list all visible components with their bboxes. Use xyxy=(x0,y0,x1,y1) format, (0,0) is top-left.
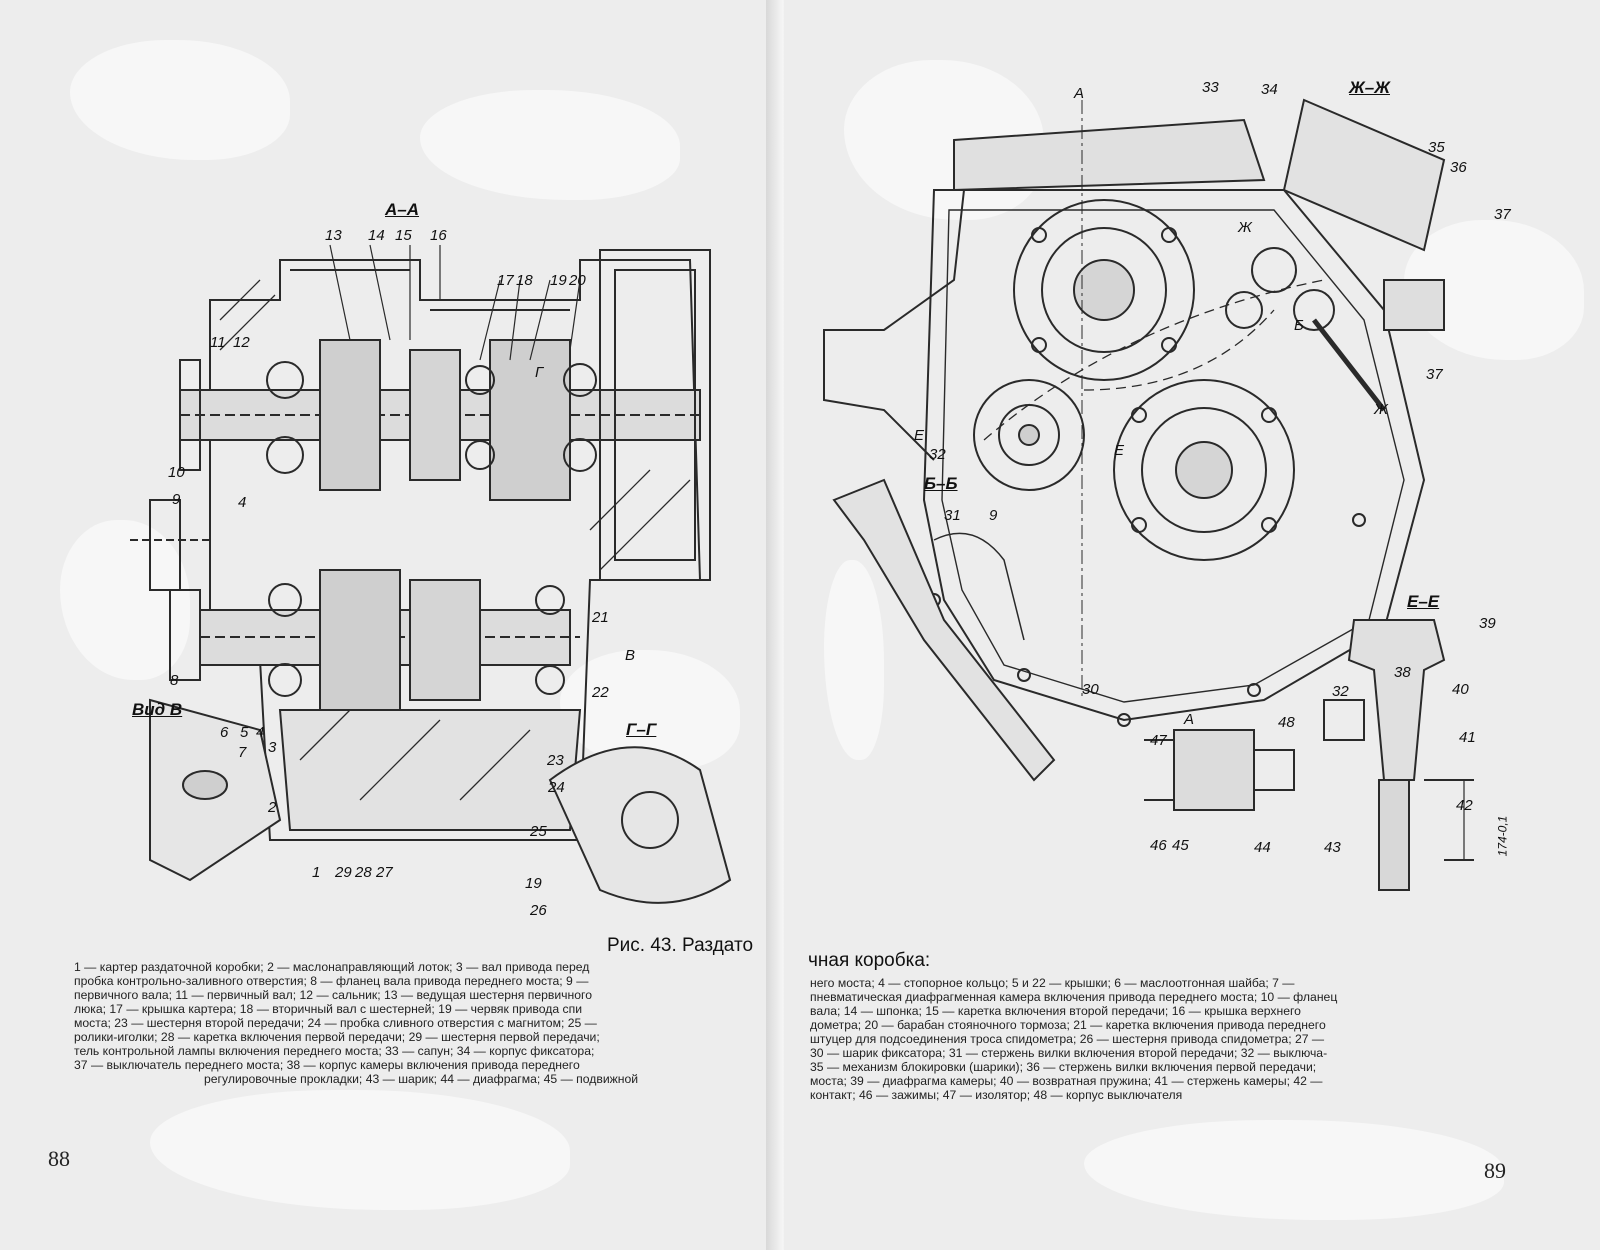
callout-number: 27 xyxy=(376,864,393,881)
caption-line: дометра; 20 — барабан стояночного тормоз… xyxy=(810,1018,1326,1032)
callout-number: 15 xyxy=(395,227,412,244)
caption-line: штуцер для подсоединения троса спидометр… xyxy=(810,1032,1325,1046)
callout-number: 21 xyxy=(592,609,609,626)
caption-line: первичного вала; 11 — первичный вал; 12 … xyxy=(74,988,592,1002)
callout-number: 41 xyxy=(1459,729,1476,746)
callout-letter: Г xyxy=(535,364,544,381)
caption-right: него моста; 4 — стопорное кольцо; 5 и 22… xyxy=(810,976,1500,1102)
callout-number: 4 xyxy=(256,724,265,741)
callout-number: 9 xyxy=(989,507,998,524)
callout-number: 3 xyxy=(268,739,277,756)
callout-number: 46 xyxy=(1150,837,1167,854)
caption-line: пробка контрольно-заливного отверстия; 8… xyxy=(74,974,589,988)
callout-number: 7 xyxy=(238,744,247,761)
callout-number: 23 xyxy=(547,752,564,769)
callout-number: 29 xyxy=(335,864,352,881)
caption-line: него моста; 4 — стопорное кольцо; 5 и 22… xyxy=(810,976,1295,990)
callout-number: 20 xyxy=(569,272,586,289)
callout-number: 36 xyxy=(1450,159,1467,176)
callout-number: 47 xyxy=(1150,732,1167,749)
callout-number: 4 xyxy=(238,494,247,511)
callout-number: 37 xyxy=(1494,206,1511,223)
page-number-right: 89 xyxy=(1484,1158,1506,1183)
caption-line: ролики-иголки; 28 — каретка включения пе… xyxy=(74,1030,600,1044)
callout-number: 13 xyxy=(325,227,342,244)
right-page: Ж–Ж Б–Б Е–Е А 33 34 35 36 37 Ж Б 37 Ж Е … xyxy=(784,0,1600,1250)
caption-line: регулировочные прокладки; 43 — шарик; 44… xyxy=(204,1072,639,1086)
caption-line: 1 — картер раздаточной коробки; 2 — масл… xyxy=(74,960,590,974)
callout-letter: Е xyxy=(914,427,925,444)
callout-number: 42 xyxy=(1456,797,1473,814)
page-number-left: 88 xyxy=(48,1146,70,1171)
section-label-e-e: Е–Е xyxy=(1407,592,1440,611)
caption-line: 37 — выключатель переднего моста; 38 — к… xyxy=(74,1058,580,1072)
section-label-view-v: Вид В xyxy=(132,700,183,719)
figure-title-right: чная коробка: xyxy=(808,950,931,971)
callout-number: 30 xyxy=(1082,681,1099,698)
caption-line: 30 — шарик фиксатора; 31 — стержень вилк… xyxy=(810,1046,1328,1060)
caption-line: пневматическая диафрагменная камера вклю… xyxy=(810,990,1338,1004)
callout-letter: В xyxy=(625,647,636,664)
callout-number: 6 xyxy=(220,724,229,741)
dimension-label: 174-0,1 xyxy=(1495,815,1510,857)
figure-title-left: Рис. 43. Раздато xyxy=(607,935,754,956)
callout-number: 9 xyxy=(172,491,181,508)
callout-number: 34 xyxy=(1261,81,1278,98)
callout-letter: Е xyxy=(1114,442,1125,459)
callout-number: 33 xyxy=(1202,79,1219,96)
callout-number: 35 xyxy=(1428,139,1445,156)
callout-number: 12 xyxy=(233,334,250,351)
caption-line: люка; 17 — крышка картера; 18 — вторичны… xyxy=(74,1002,583,1016)
callout-number: 44 xyxy=(1254,839,1271,856)
callout-letter: А xyxy=(1074,85,1085,102)
section-label-zh-zh: Ж–Ж xyxy=(1349,78,1390,97)
callout-number: 18 xyxy=(516,272,533,289)
transfer-case-front-view-drawing xyxy=(823,98,1474,891)
callout-number: 39 xyxy=(1479,615,1496,632)
callout-number: 32 xyxy=(1332,683,1349,700)
callout-number: 19 xyxy=(550,272,567,289)
callout-number: 37 xyxy=(1426,366,1443,383)
callout-letter: Ж xyxy=(1238,219,1252,236)
callout-number: 10 xyxy=(168,464,185,481)
caption-line: тель контрольной лампы включения передне… xyxy=(74,1044,595,1058)
callout-number: 48 xyxy=(1278,714,1295,731)
callout-number: 22 xyxy=(592,684,609,701)
callout-number: 31 xyxy=(944,507,961,524)
callout-number: 25 xyxy=(530,823,547,840)
caption-line: моста; 23 — шестерня второй передачи; 24… xyxy=(74,1016,597,1030)
callout-number: 14 xyxy=(368,227,385,244)
transfer-case-section-drawing xyxy=(130,244,732,904)
callout-number: 24 xyxy=(548,779,565,796)
callout-letter: А xyxy=(1184,711,1195,728)
callout-number: 11 xyxy=(210,334,226,351)
callout-letter: Ж xyxy=(1374,401,1388,418)
callout-number: 19 xyxy=(525,875,542,892)
callout-number: 1 xyxy=(312,864,321,881)
section-label-a-a: А–А xyxy=(385,200,420,219)
callout-number: 32 xyxy=(929,446,946,463)
callout-number: 28 xyxy=(355,864,372,881)
left-page: А–А Вид В Г–Г 13 14 15 16 17 18 19 20 11… xyxy=(0,0,784,1250)
callout-number: 8 xyxy=(170,672,179,689)
callout-number: 43 xyxy=(1324,839,1341,856)
section-label-b-b: Б–Б xyxy=(924,474,958,493)
caption-left: 1 — картер раздаточной коробки; 2 — масл… xyxy=(74,960,754,1086)
caption-line: 35 — механизм блокировки (шарики); 36 — … xyxy=(810,1060,1317,1074)
section-label-g-g: Г–Г xyxy=(626,720,657,739)
callout-number: 38 xyxy=(1394,664,1411,681)
caption-line: контакт; 46 — зажимы; 47 — изолятор; 48 … xyxy=(810,1088,1183,1102)
caption-line: вала; 14 — шпонка; 15 — каретка включени… xyxy=(810,1004,1301,1018)
callout-number: 45 xyxy=(1172,837,1189,854)
callout-letter: Б xyxy=(1294,317,1304,334)
callout-number: 16 xyxy=(430,227,447,244)
callout-number: 2 xyxy=(268,799,277,816)
callout-number: 40 xyxy=(1452,681,1469,698)
callout-number: 26 xyxy=(530,902,547,919)
callout-number: 17 xyxy=(497,272,514,289)
callout-number: 5 xyxy=(240,724,249,741)
caption-line: моста; 39 — диафрагма камеры; 40 — возвр… xyxy=(810,1074,1323,1088)
